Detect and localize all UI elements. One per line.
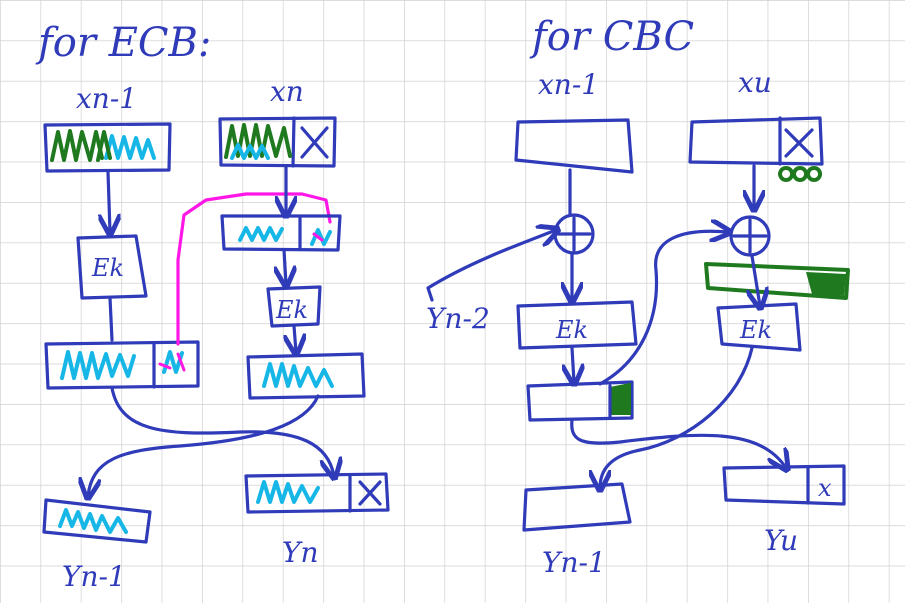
cbc-x-prev-label: xn-1 <box>538 68 599 101</box>
ecb-title: for ECB: <box>35 20 211 66</box>
cbc-ek-left <box>516 300 638 350</box>
ecb-ek-left <box>76 234 148 300</box>
ecb-enc-output-last <box>246 352 366 400</box>
cbc-green-block <box>704 262 850 300</box>
cbc-arrow-last-to-y-prev <box>600 346 754 488</box>
cbc-y-last-block <box>722 464 846 506</box>
cbc-arrow-xor-to-ek-right <box>752 254 760 306</box>
cbc-x-prev-block <box>514 118 634 174</box>
ecb-x-last-block <box>218 116 337 168</box>
ecb-y-last-pad-cross <box>358 480 382 506</box>
cbc-arrow-prev-output-to-xor-right <box>598 231 728 386</box>
ecb-arrow-x-prev-to-ek <box>108 170 110 232</box>
cbc-x-last-block <box>688 116 824 182</box>
ecb-y-last-label: Yn <box>282 536 319 569</box>
ecb-arrow-ek-right-down <box>294 324 296 352</box>
ecb-combined-block <box>220 214 342 252</box>
ecb-arrow-combined-to-ek <box>284 248 286 284</box>
ecb-stealing-path <box>176 192 332 346</box>
cbc-ek-right <box>716 302 802 352</box>
ecb-y-last-block <box>244 472 390 514</box>
cbc-y-prev-block <box>522 482 632 532</box>
ecb-section: for ECB: xn-1 xn X Ek <box>35 20 390 593</box>
cbc-enc-output-prev <box>526 380 634 422</box>
cbc-x-last-label: xu <box>738 66 772 99</box>
ecb-arrow-prev-to-y-last <box>110 386 334 476</box>
cbc-y-last-mark: x <box>818 474 832 502</box>
ecb-arrow-ek-left-down <box>108 296 114 342</box>
cbc-arrow-iv-to-xor <box>426 230 556 302</box>
ecb-enc-output-prev <box>44 340 200 390</box>
cbc-xor-right <box>729 215 771 257</box>
cbc-arrow-ek-left-down <box>572 346 574 382</box>
ecb-x-prev-block <box>43 122 172 173</box>
cbc-y-prev-label: Yn-1 <box>542 546 606 579</box>
ecb-ek-left-label: Ek <box>91 254 124 282</box>
ecb-y-prev-label: Yn-1 <box>62 560 126 593</box>
cbc-ek-right-label: Ek <box>739 316 772 344</box>
cbc-y-last-label: Yu <box>764 524 798 557</box>
cbc-title: for CBC <box>529 14 694 60</box>
cbc-iv-label: Yn-2 <box>426 302 490 335</box>
ecb-y-prev-block <box>42 498 152 544</box>
ecb-x-last-label: xn <box>270 75 304 108</box>
ecb-arrow-last-to-y-prev <box>88 394 320 496</box>
ecb-ek-right-label: Ek <box>275 296 308 324</box>
cbc-ek-left-label: Ek <box>555 316 588 344</box>
cbc-section: for CBC xn-1 xu 000 X Yn-2 Ek <box>426 14 850 579</box>
cbc-arrow-prev-to-y-last <box>570 418 786 468</box>
cbc-xor-left <box>553 213 595 255</box>
ecb-ek-right <box>266 285 322 328</box>
ecb-x-prev-label: xn-1 <box>76 82 137 115</box>
